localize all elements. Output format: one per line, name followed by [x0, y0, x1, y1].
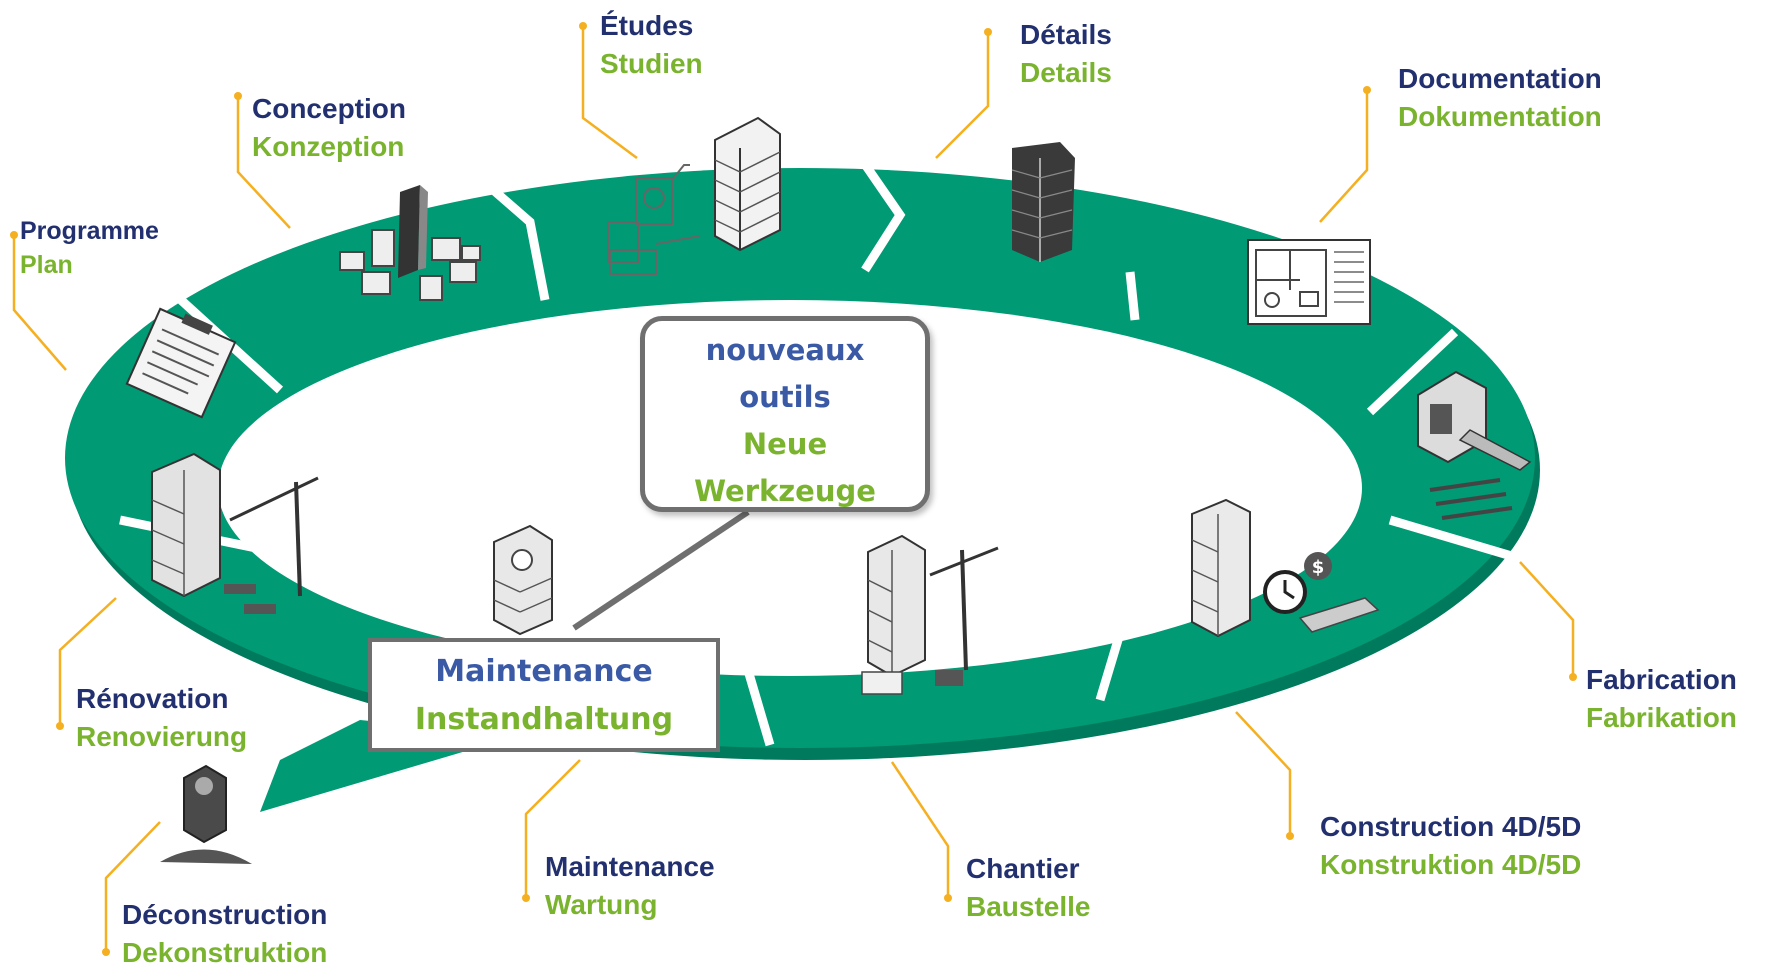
stage-de-documentation: Dokumentation	[1398, 101, 1602, 132]
stage-fr-details: Détails	[1020, 19, 1112, 50]
floor-plan-icon	[1247, 239, 1371, 325]
stage-label-renovation: Rénovation Renovierung	[76, 680, 247, 756]
stage-de-chantier: Baustelle	[966, 891, 1091, 922]
stage-fr-construction: Construction 4D/5D	[1320, 811, 1582, 842]
detailed-tower-icon	[1011, 142, 1075, 262]
massing-model-icon	[339, 185, 481, 301]
stage-label-etudes: Études Studien	[600, 7, 703, 83]
stage-label-maintenance: Maintenance Wartung	[545, 848, 715, 924]
stage-de-details: Details	[1020, 57, 1112, 88]
leader-lines	[12, 26, 1575, 952]
stage-label-conception: Conception Konzeption	[252, 90, 406, 166]
stage-de-fabrication: Fabrikation	[1586, 702, 1737, 733]
stage-fr-chantier: Chantier	[966, 853, 1080, 884]
svg-text:$: $	[1312, 557, 1325, 578]
maintained-building-icon	[493, 524, 553, 636]
callout-fr-line1: nouveaux	[705, 333, 865, 367]
stage-fr-fabrication: Fabrication	[1586, 664, 1737, 695]
stage-fr-programme: Programme	[20, 217, 159, 245]
leader-dots	[10, 22, 1577, 956]
callout-pointer-line	[572, 509, 750, 631]
stage-label-programme: Programme Plan	[20, 214, 159, 282]
stage-de-construction: Konstruktion 4D/5D	[1320, 849, 1582, 880]
stage-de-renovation: Renovierung	[76, 721, 248, 752]
stage-de-maintenance: Wartung	[545, 889, 658, 920]
callout-de-line2: Werkzeuge	[694, 474, 876, 508]
stage-de-conception: Konzeption	[252, 131, 405, 162]
clipboard-icon	[125, 307, 237, 419]
highlight-de: Instandhaltung	[414, 702, 674, 737]
stage-label-documentation: Documentation Dokumentation	[1398, 60, 1602, 136]
renovation-crane-icon	[151, 452, 319, 614]
new-tools-callout: nouveaux outils Neue Werkzeuge	[640, 316, 930, 512]
stage-de-deconstruction: Dekonstruktion	[122, 937, 328, 968]
stage-fr-maintenance: Maintenance	[545, 851, 715, 882]
highlight-fr: Maintenance	[435, 654, 653, 689]
stage-label-chantier: Chantier Baustelle	[966, 850, 1091, 926]
stage-de-etudes: Studien	[600, 48, 703, 79]
stage-fr-renovation: Rénovation	[76, 683, 229, 714]
crane-site-icon	[861, 534, 999, 695]
callout-de-line1: Neue	[742, 427, 828, 461]
stage-fr-etudes: Études	[600, 10, 694, 41]
stage-fr-conception: Conception	[252, 93, 406, 124]
stage-label-deconstruction: Déconstruction Dekonstruktion	[122, 896, 327, 972]
stage-label-fabrication: Fabrication Fabrikation	[1586, 661, 1737, 737]
stage-de-programme: Plan	[20, 251, 73, 279]
stage-label-construction: Construction 4D/5D Konstruktion 4D/5D	[1320, 808, 1581, 884]
stage-fr-deconstruction: Déconstruction	[122, 899, 328, 930]
stage-fr-documentation: Documentation	[1398, 63, 1602, 94]
callout-fr-line2: outils	[739, 380, 831, 414]
clock-cost-icon: $	[1191, 498, 1380, 638]
stage-label-details: Détails Details	[1020, 16, 1112, 92]
analysis-tower-icon	[607, 116, 781, 275]
maintenance-highlight-box: Maintenance Instandhaltung	[368, 638, 720, 752]
fabrication-machine-icon	[1417, 370, 1532, 520]
demolition-icon	[160, 764, 252, 864]
